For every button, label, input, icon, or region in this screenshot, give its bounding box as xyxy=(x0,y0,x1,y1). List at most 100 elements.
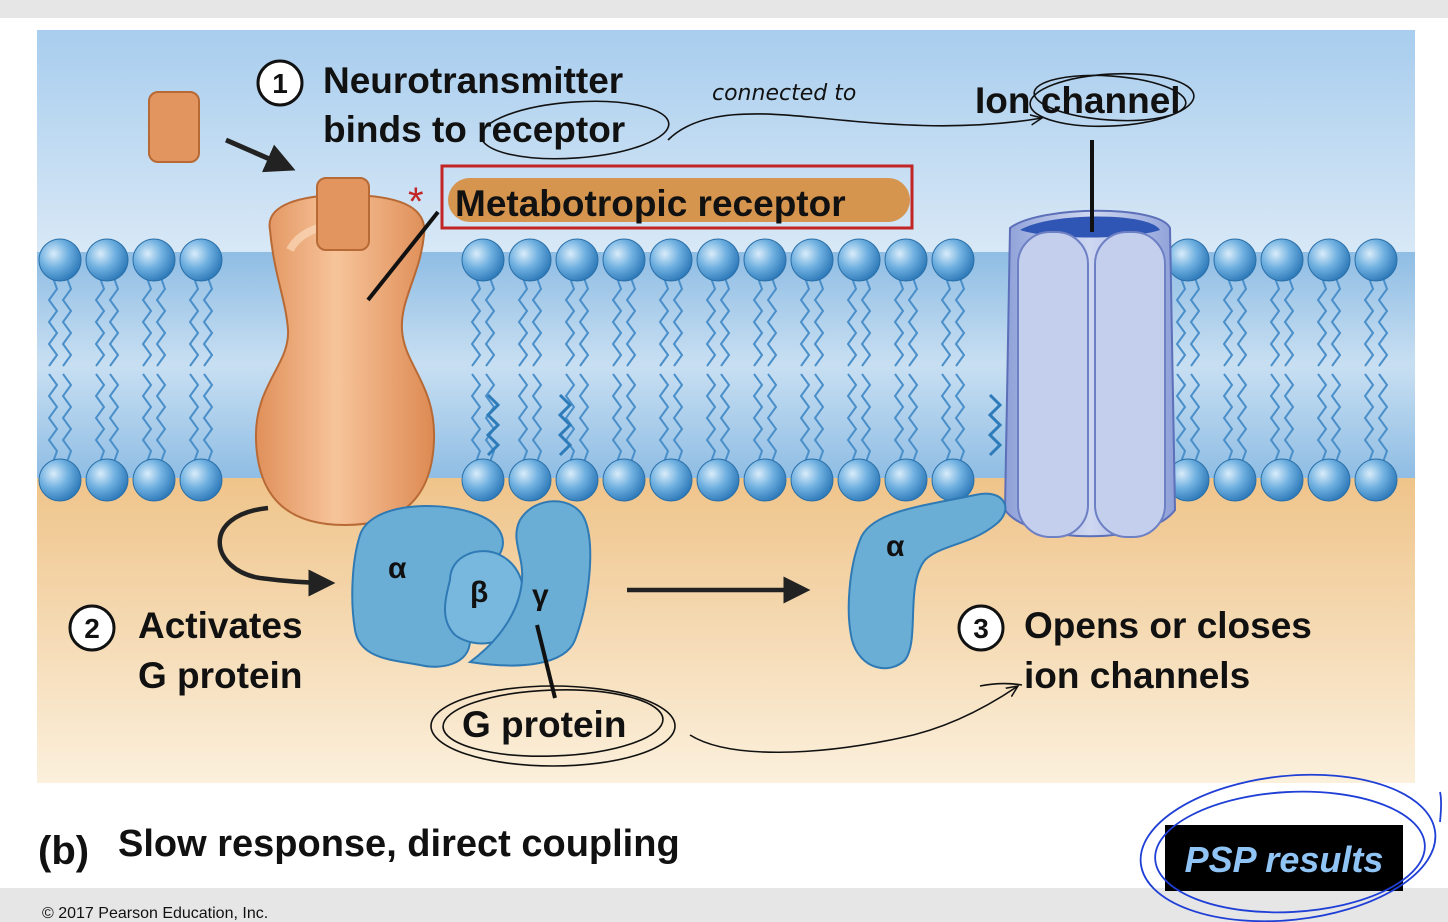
caption-text: Slow response, direct coupling xyxy=(118,823,680,865)
lipid-tail xyxy=(108,277,120,367)
step-2: 2 Activates G protein xyxy=(68,604,303,696)
figure-caption: (b) Slow response, direct coupling xyxy=(38,823,680,873)
lipid-tail xyxy=(1236,373,1248,463)
lipid-tail xyxy=(1222,373,1234,463)
lipid-tail xyxy=(564,373,576,463)
lipid-tail xyxy=(470,373,482,463)
lipid-tail xyxy=(1316,277,1328,367)
connection-arrow xyxy=(667,113,1042,141)
red-highlight-box xyxy=(440,164,914,230)
lipid-tail xyxy=(766,277,778,367)
lipid-tail xyxy=(954,277,966,367)
lipid-tail xyxy=(799,373,811,463)
lipid-tail xyxy=(658,277,670,367)
results-arrow xyxy=(689,686,1018,754)
lipid-head xyxy=(1307,238,1351,282)
receptor-circle xyxy=(480,100,670,160)
lipid-tail xyxy=(1363,373,1375,463)
lipid-head xyxy=(649,458,693,502)
lipid-tail xyxy=(1236,277,1248,367)
lipid-tail xyxy=(578,373,590,463)
alpha-subunit-free: α xyxy=(847,492,1007,670)
lipid-tail xyxy=(188,373,200,463)
lipid-tail xyxy=(531,373,543,463)
lipid-head xyxy=(837,238,881,282)
connected-to-note: connected to xyxy=(712,81,856,106)
lipid-head xyxy=(790,458,834,502)
lipid-head xyxy=(602,458,646,502)
lipid-tail xyxy=(813,373,825,463)
lipid-head xyxy=(1213,458,1257,502)
neurotransmitter-bound xyxy=(316,177,370,251)
lipid-tail xyxy=(578,277,590,367)
lipid-head xyxy=(743,458,787,502)
lipid-head xyxy=(555,458,599,502)
lipid-tail xyxy=(1189,277,1201,367)
lipid-head xyxy=(1354,238,1398,282)
psp-results-badge: PSP results xyxy=(1139,773,1443,922)
lipid-tail xyxy=(108,373,120,463)
lipid-tail xyxy=(1269,373,1281,463)
lipid-head xyxy=(884,238,928,282)
lipid-tail xyxy=(846,373,858,463)
lipid-tail xyxy=(940,277,952,367)
lipid-tail xyxy=(705,373,717,463)
lipid-tail xyxy=(202,373,214,463)
lipid-tail xyxy=(1283,277,1295,367)
neurotransmitter-free xyxy=(148,91,200,163)
psp-results-text: PSP results xyxy=(1185,839,1384,880)
lipid-tail xyxy=(1377,373,1389,463)
lipid-tail xyxy=(766,373,778,463)
metabotropic-label-text: Metabotropic receptor xyxy=(455,183,846,224)
step-2-line1: Activates xyxy=(138,605,303,646)
lipid-tails xyxy=(47,277,1389,463)
copyright-notice: © 2017 Pearson Education, Inc. xyxy=(42,905,268,922)
activation-arrow xyxy=(217,505,336,597)
lipid-tail xyxy=(672,277,684,367)
lipid-head xyxy=(508,238,552,282)
lipid-tail xyxy=(719,277,731,367)
alpha-symbol: α xyxy=(388,552,407,585)
lipid-tail xyxy=(155,277,167,367)
ion-channel-label: Ion channel xyxy=(975,80,1181,121)
lipid-head xyxy=(132,458,176,502)
handwritten-annotations xyxy=(430,72,1195,767)
lipid-tail xyxy=(1269,277,1281,367)
g-protein-circle-outer xyxy=(430,685,676,767)
lipid-tail xyxy=(1189,373,1201,463)
gamma-symbol: γ xyxy=(532,579,549,612)
lipid-head xyxy=(696,238,740,282)
binding-arrow xyxy=(224,137,296,173)
alpha-free-symbol: α xyxy=(886,530,905,563)
lipid-head xyxy=(508,458,552,502)
lipid-tail xyxy=(564,277,576,367)
lipid-tail xyxy=(47,373,59,463)
lipid-tail xyxy=(1363,277,1375,367)
lipid-tail xyxy=(1175,277,1187,367)
step-3: 3 Opens or closes ion channels xyxy=(957,604,1312,696)
lipid-tail xyxy=(625,277,637,367)
lipid-head xyxy=(696,458,740,502)
lipid-tail xyxy=(141,277,153,367)
lipid-head xyxy=(179,238,223,282)
lipid-head xyxy=(38,238,82,282)
caption-letter: (b) xyxy=(38,829,89,873)
lipid-head xyxy=(1307,458,1351,502)
step-3-badge xyxy=(957,604,1005,652)
lipid-tail xyxy=(61,277,73,367)
lipid-tail xyxy=(61,373,73,463)
lipid-head xyxy=(461,458,505,502)
lipid-tail xyxy=(1316,373,1328,463)
step-2-badge xyxy=(68,604,116,652)
lipid-tail xyxy=(1283,373,1295,463)
lipid-tail xyxy=(1330,277,1342,367)
lipid-heads xyxy=(38,238,1398,502)
lipid-tail xyxy=(752,277,764,367)
lipid-head xyxy=(179,458,223,502)
lipid-tail xyxy=(1330,373,1342,463)
step-1: 1 Neurotransmitter binds to receptor xyxy=(256,59,625,150)
lipid-tail xyxy=(531,277,543,367)
lipid-tail xyxy=(752,373,764,463)
lipid-tail xyxy=(188,277,200,367)
